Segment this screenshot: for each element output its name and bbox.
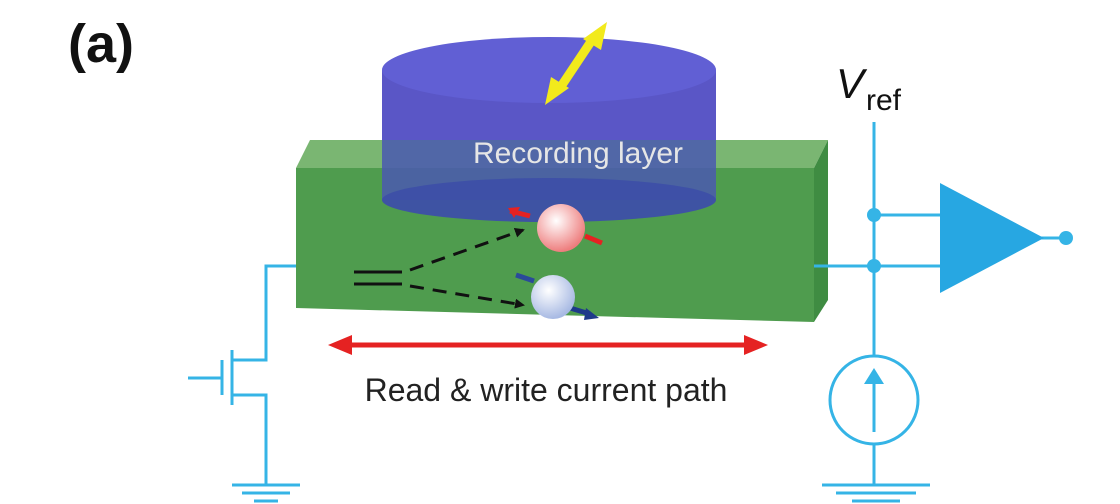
magnetization-double-arrow bbox=[545, 22, 607, 105]
sense-circuit bbox=[814, 122, 1066, 503]
cylinder-top-face bbox=[382, 37, 716, 103]
spin-down-electron bbox=[515, 272, 599, 320]
vref-subscript: ref bbox=[866, 84, 902, 117]
recording-layer-cylinder bbox=[382, 37, 716, 222]
sense-node-dots bbox=[867, 208, 1073, 273]
current-path-arrow bbox=[328, 335, 768, 355]
upper-electron-path bbox=[409, 227, 525, 272]
panel-label: (a) bbox=[68, 14, 134, 74]
left-ground-icon bbox=[232, 483, 300, 503]
lower-electron-path bbox=[409, 284, 525, 309]
sense-amplifier bbox=[940, 183, 1044, 293]
current-path-label: Read & write current path bbox=[365, 372, 728, 408]
recording-layer-label: Recording layer bbox=[473, 137, 683, 170]
right-ground-icon bbox=[822, 483, 930, 503]
access-transistor-circuit bbox=[188, 264, 300, 503]
vref-label: V ref bbox=[836, 60, 902, 117]
spin-up-electron bbox=[508, 204, 603, 252]
electron-paths bbox=[354, 227, 525, 309]
current-source bbox=[828, 354, 920, 446]
current-source-up-arrow bbox=[864, 368, 884, 384]
vref-symbol: V bbox=[836, 60, 868, 107]
